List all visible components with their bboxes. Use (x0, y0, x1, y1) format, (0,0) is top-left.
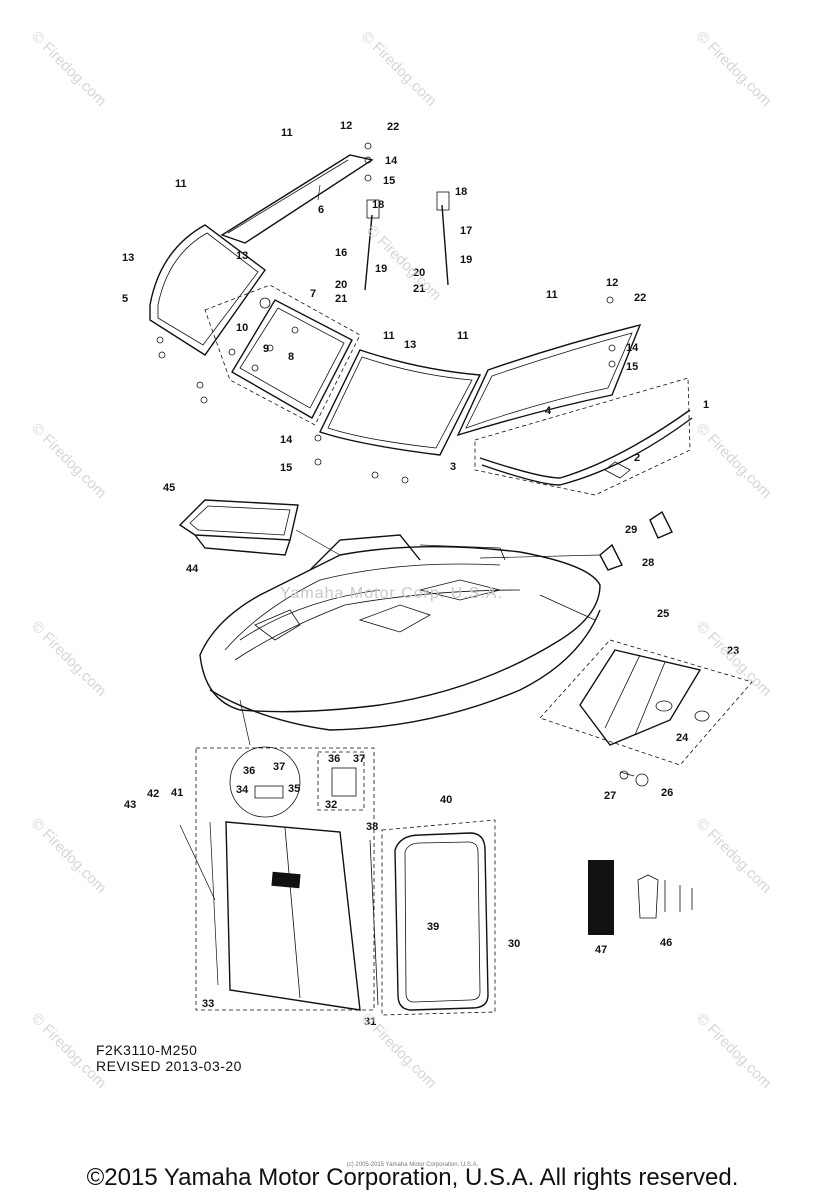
label-20a: 20 (335, 279, 347, 291)
label-40: 40 (440, 794, 452, 806)
label-12b: 12 (606, 277, 618, 289)
label-11d: 11 (457, 330, 469, 342)
label-14a: 14 (385, 155, 398, 167)
label-13c: 13 (404, 339, 416, 351)
part-labels: 1 2 3 4 5 6 7 8 9 10 11 11 11 11 11 12 1… (122, 120, 739, 1028)
label-16: 16 (335, 247, 347, 259)
latch-26 (619, 770, 649, 787)
label-39: 39 (427, 921, 439, 933)
label-18b: 18 (455, 186, 467, 198)
label-35: 35 (288, 783, 300, 795)
door-panel-31 (179, 821, 379, 1011)
label-4: 4 (545, 405, 552, 417)
door-assembly-box (195, 746, 375, 1011)
label-45: 45 (163, 482, 175, 494)
label-14b: 14 (626, 342, 639, 354)
label-21b: 21 (413, 283, 425, 295)
center-watermark: Yamaha Motor Corp. U.S.A. (280, 585, 503, 602)
label-13b: 13 (236, 250, 248, 262)
label-19b: 19 (460, 254, 472, 266)
label-32: 32 (325, 799, 337, 811)
label-20b: 20 (413, 267, 425, 279)
copyright-notice: ©2015 Yamaha Motor Corporation, U.S.A. A… (86, 1164, 739, 1191)
label-11e: 11 (546, 289, 558, 301)
label-19a: 19 (375, 263, 387, 275)
diagram-code: F2K3110-M250 (96, 1042, 198, 1058)
label-37b: 37 (353, 753, 365, 765)
trim-part-1 (474, 377, 693, 496)
label-15c: 15 (280, 462, 292, 474)
label-3: 3 (450, 461, 456, 473)
label-8: 8 (288, 351, 294, 363)
label-11a: 11 (281, 127, 293, 139)
label-9: 9 (263, 343, 269, 355)
label-33: 33 (202, 998, 214, 1010)
cushion-23 (539, 639, 753, 766)
revision-date: REVISED 2013-03-20 (96, 1058, 242, 1074)
label-15b: 15 (626, 361, 638, 373)
gas-strut-17 (436, 191, 450, 286)
label-6: 6 (318, 204, 324, 216)
windshield-part-5 (149, 224, 266, 356)
windshield-part-4 (456, 323, 642, 437)
label-21a: 21 (335, 293, 347, 305)
label-43: 43 (124, 799, 136, 811)
label-18a: 18 (372, 199, 384, 211)
part-47-block (588, 860, 614, 935)
label-11b: 11 (175, 178, 187, 190)
label-25: 25 (657, 608, 669, 620)
glove-box-44 (178, 499, 299, 556)
label-26: 26 (661, 787, 673, 799)
label-12a: 12 (340, 120, 352, 132)
label-30: 30 (508, 938, 520, 950)
bracket-28 (599, 510, 673, 571)
label-29: 29 (625, 524, 637, 536)
label-46: 46 (660, 937, 672, 949)
label-22a: 22 (387, 121, 399, 133)
revision-block: F2K3110-M250 REVISED 2013-03-20 (96, 1042, 242, 1074)
label-28: 28 (642, 557, 654, 569)
windshield-part-6 (220, 154, 374, 244)
label-11c: 11 (383, 330, 395, 342)
label-36b: 36 (328, 753, 340, 765)
label-23: 23 (727, 645, 739, 657)
label-47: 47 (595, 944, 607, 956)
gas-strut-16 (364, 199, 380, 291)
label-34: 34 (236, 784, 249, 796)
label-24: 24 (676, 732, 689, 744)
label-1: 1 (703, 399, 709, 411)
door-frame-30 (381, 819, 496, 1016)
part-46-hardware (637, 874, 693, 919)
label-41: 41 (171, 787, 183, 799)
hardware-bolts (156, 142, 616, 484)
label-22b: 22 (634, 292, 646, 304)
label-15a: 15 (383, 175, 395, 187)
label-13a: 13 (122, 252, 134, 264)
windshield-frame-7 (204, 284, 361, 426)
leader-lines (239, 529, 601, 746)
label-14c: 14 (280, 434, 293, 446)
label-5: 5 (122, 293, 128, 305)
label-17: 17 (460, 225, 472, 237)
tiny-copyright: (c) 2005-2015 Yamaha Motor Corporation, … (346, 1162, 479, 1168)
label-42: 42 (147, 788, 159, 800)
label-10: 10 (236, 322, 248, 334)
label-2: 2 (634, 452, 640, 464)
label-36a: 36 (243, 765, 255, 777)
label-27: 27 (604, 790, 616, 802)
label-37a: 37 (273, 761, 285, 773)
label-44: 44 (186, 563, 199, 575)
label-7: 7 (310, 288, 316, 300)
label-38: 38 (366, 821, 378, 833)
label-31: 31 (364, 1016, 376, 1028)
boat-hull (199, 534, 601, 731)
windshield-part-3 (319, 349, 482, 456)
